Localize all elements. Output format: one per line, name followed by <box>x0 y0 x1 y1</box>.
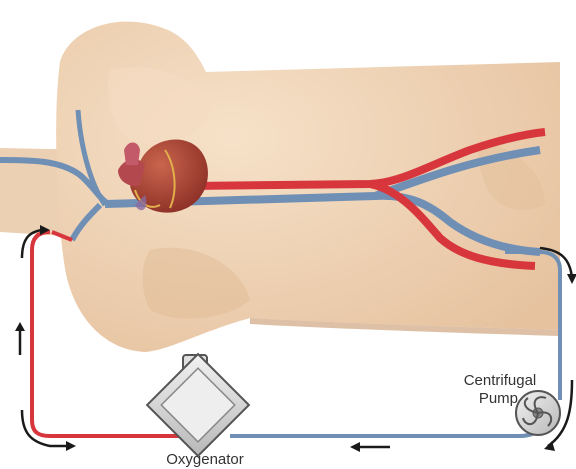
oxygenator-icon <box>147 354 249 456</box>
oxygenator-label: Oxygenator <box>166 451 244 468</box>
arrow-up-icon <box>15 322 25 355</box>
arrow-left-icon <box>350 442 390 452</box>
pump-label-line2: Pump <box>479 390 518 407</box>
centrifugal-pump-icon <box>516 391 560 435</box>
pump-label-line1: Centrifugal <box>464 372 537 389</box>
